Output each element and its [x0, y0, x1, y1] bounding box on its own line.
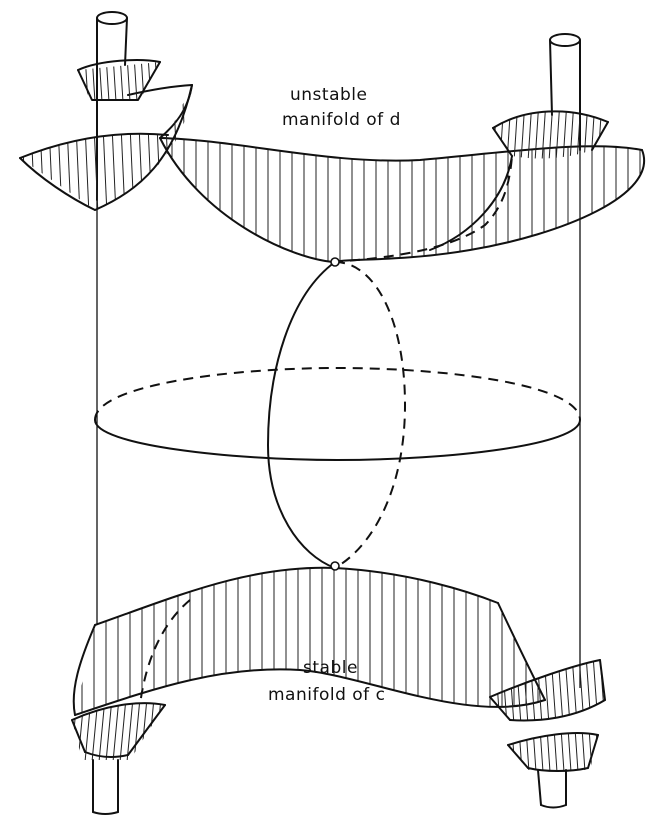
- stable-label-line2: manifold of c: [268, 685, 385, 705]
- upper-left-flange: [19, 59, 193, 211]
- lower-left-cone: [71, 702, 166, 760]
- point-d: [330, 257, 340, 267]
- stable-label-line1: stable: [303, 658, 358, 678]
- horizontal-ellipse-back: [94, 366, 581, 421]
- left-pipe: [92, 11, 128, 815]
- lower-dashed-curve: [139, 599, 191, 706]
- lower-right-cones: [489, 659, 606, 772]
- right-pipe: [537, 33, 581, 809]
- vertical-loop-back: [334, 261, 407, 569]
- upper-dashed-curve: [332, 155, 513, 263]
- point-c: [330, 561, 340, 571]
- vertical-loop-front: [267, 261, 336, 569]
- unstable-label-line2: manifold of d: [282, 110, 401, 130]
- unstable-label-line1: unstable: [290, 85, 367, 105]
- horizontal-ellipse-front: [94, 419, 581, 461]
